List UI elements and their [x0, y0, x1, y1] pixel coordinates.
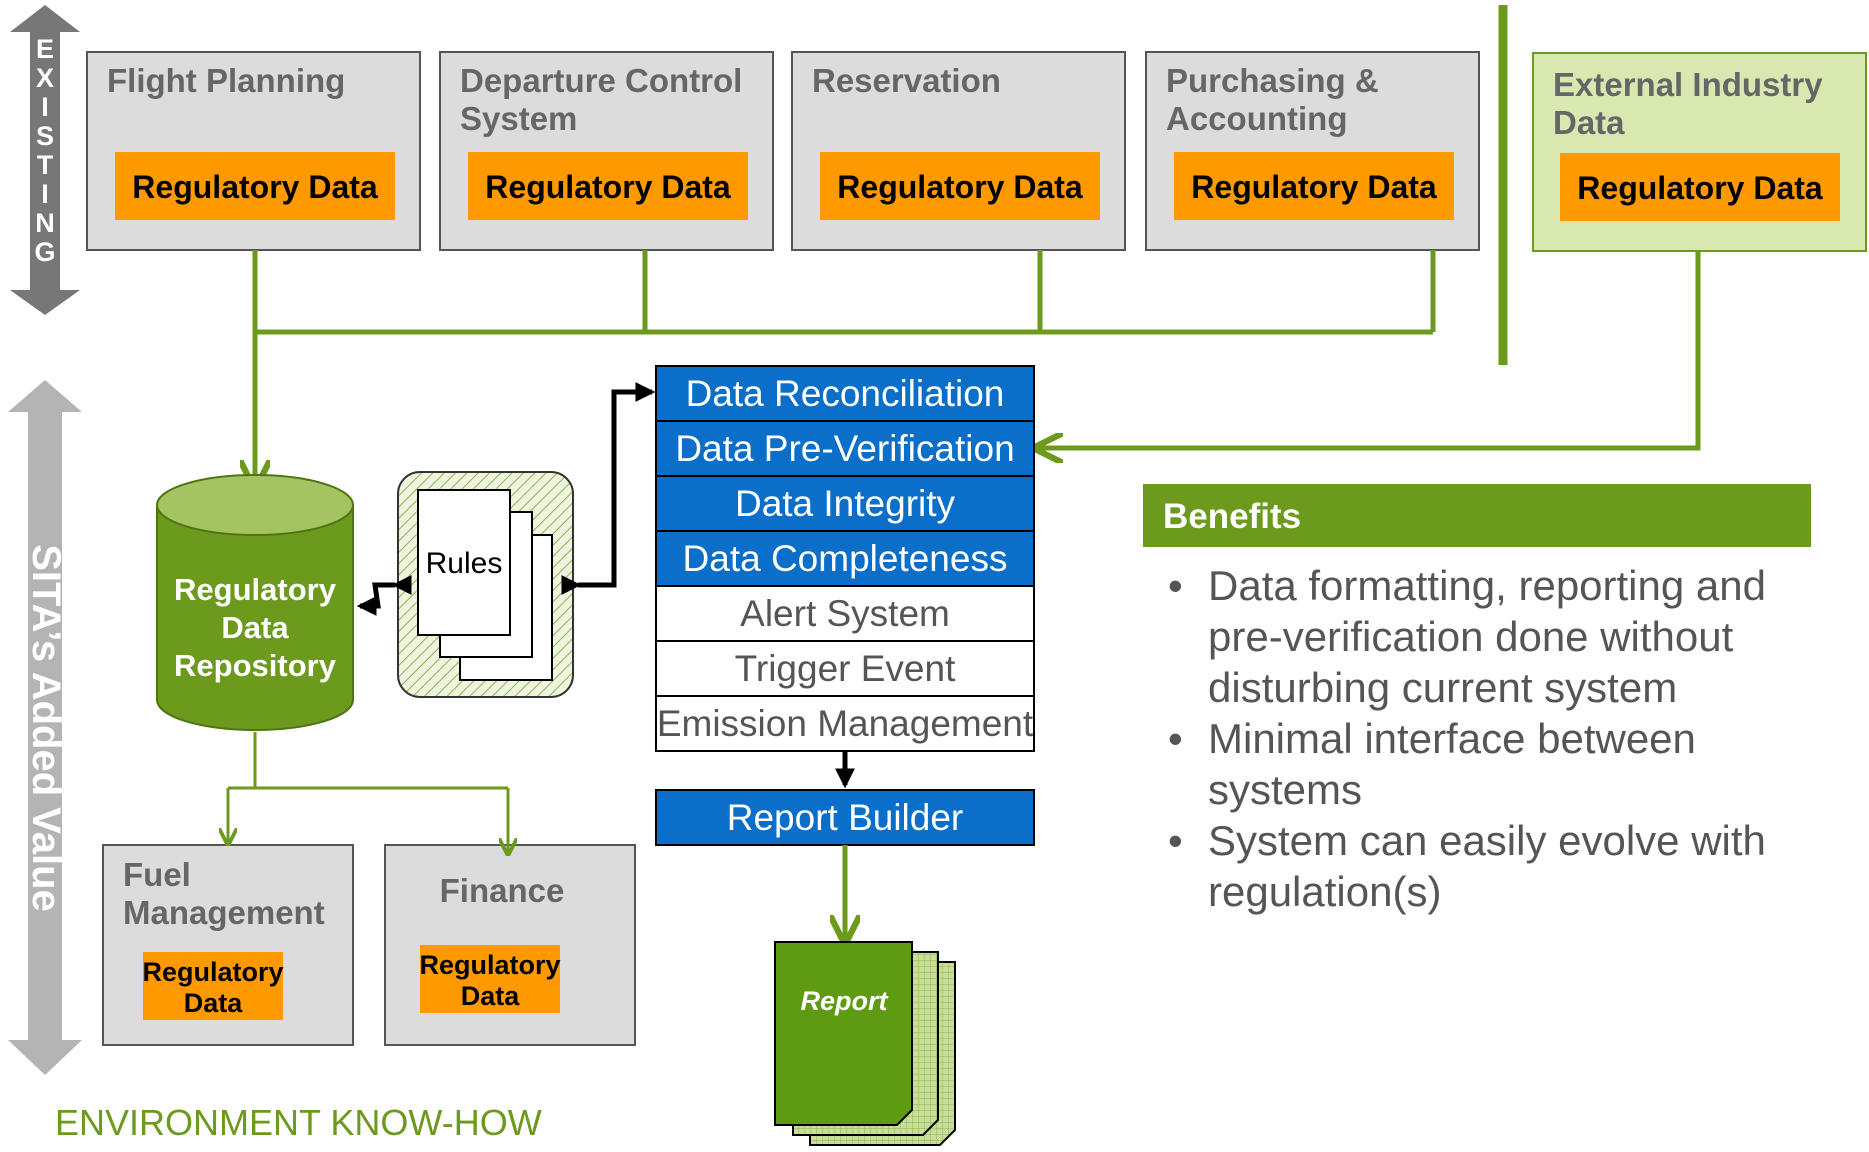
system-title: Purchasing &	[1166, 62, 1379, 99]
external-connector	[1038, 252, 1701, 448]
repository-label: Repository	[174, 648, 337, 683]
process-step: Alert System	[655, 585, 1035, 642]
process-step: Trigger Event	[655, 640, 1035, 697]
process-step-label: Data Integrity	[735, 483, 956, 524]
benefit-bullet: •	[1168, 817, 1183, 864]
repository-label: Regulatory	[174, 572, 337, 607]
regulatory-data-label: Regulatory Data	[1577, 170, 1823, 206]
process-step-label: Data Completeness	[683, 538, 1008, 579]
regulatory-data-badge	[1174, 152, 1454, 220]
external-title: Data	[1553, 104, 1625, 141]
process-step-label: Alert System	[740, 593, 950, 634]
regulatory-data-badge	[820, 152, 1100, 220]
regulatory-data-badge	[1560, 153, 1840, 221]
process-step-label: Emission Management	[657, 703, 1034, 744]
system-title: Reservation	[812, 62, 1001, 99]
regulatory-data-badge	[468, 152, 748, 220]
process-step-label: Data Pre-Verification	[675, 428, 1014, 469]
process-step: Emission Management	[655, 695, 1035, 752]
regulatory-data-label: Regulatory Data	[132, 169, 378, 205]
process-step: Data Pre-Verification	[655, 420, 1035, 477]
benefit-line: systems	[1208, 766, 1362, 813]
system-title: Accounting	[1166, 100, 1347, 137]
existing-letter: E	[36, 34, 54, 64]
existing-letter: G	[34, 237, 55, 267]
existing-letter: N	[35, 208, 55, 238]
benefit-line: pre-verification done without	[1208, 613, 1734, 660]
added-value-label: SITA’s Added Value	[24, 544, 68, 912]
existing-letter: I	[41, 179, 49, 209]
benefits-title: Benefits	[1163, 497, 1301, 536]
systems-connector	[255, 250, 1436, 485]
rules-group: Rules	[397, 471, 574, 698]
regulatory-data-label: Regulatory	[142, 957, 283, 987]
benefit-line: System can easily evolve with	[1208, 817, 1766, 864]
regulatory-data-label: Regulatory Data	[485, 169, 731, 205]
report-label: Report	[801, 986, 889, 1016]
process-step: Data Reconciliation	[655, 365, 1035, 422]
system-title: System	[460, 100, 577, 137]
output-title: Finance	[440, 872, 565, 909]
regulatory-data-label: Data	[461, 981, 521, 1011]
external-title: External Industry	[1553, 66, 1823, 103]
output-systems: FuelManagementRegulatoryDataFinanceRegul…	[102, 844, 636, 1046]
regulatory-data-badge	[115, 152, 395, 220]
output-title: Management	[123, 894, 325, 931]
existing-letter: S	[36, 121, 54, 151]
benefit-bullet: •	[1168, 562, 1183, 609]
regulatory-data-label: Regulatory	[419, 950, 560, 980]
benefits-panel: Benefits • Data formatting, reporting and…	[1143, 484, 1811, 915]
outputs-connector	[228, 732, 508, 853]
regulatory-data-badge	[143, 952, 283, 1020]
existing-letter: T	[37, 150, 54, 180]
benefit-line: Data formatting, reporting and	[1208, 562, 1766, 609]
process-step-label: Data Reconciliation	[686, 373, 1005, 414]
rules-connectors	[356, 382, 855, 789]
existing-letter: X	[36, 63, 54, 93]
process-step: Data Completeness	[655, 530, 1035, 587]
repository-label: Data	[221, 610, 289, 645]
system-title: Departure Control	[460, 62, 742, 99]
regulatory-data-label: Regulatory Data	[837, 169, 1083, 205]
regulatory-data-badge	[420, 945, 560, 1013]
benefit-line: Minimal interface between	[1208, 715, 1696, 762]
output-title: Fuel	[123, 856, 191, 893]
regulatory-data-label: Regulatory Data	[1191, 169, 1437, 205]
benefit-bullet: •	[1168, 715, 1183, 762]
added-value-arrow: SITA’s Added Value	[8, 380, 82, 1075]
footer-text: ENVIRONMENT KNOW-HOW	[55, 1102, 542, 1143]
report-builder: Report Builder	[655, 789, 1035, 846]
system-title: Flight Planning	[107, 62, 345, 99]
benefit-line: disturbing current system	[1208, 664, 1677, 711]
process-step: Data Integrity	[655, 475, 1035, 532]
process-step-label: Trigger Event	[735, 648, 956, 689]
rules-label: Rules	[426, 547, 503, 580]
regulatory-data-label: Data	[184, 988, 244, 1018]
benefit-line: regulation(s)	[1208, 868, 1441, 915]
report-documents: Report	[774, 941, 956, 1146]
existing-letter: I	[41, 92, 49, 122]
report-builder-label: Report Builder	[727, 797, 964, 838]
